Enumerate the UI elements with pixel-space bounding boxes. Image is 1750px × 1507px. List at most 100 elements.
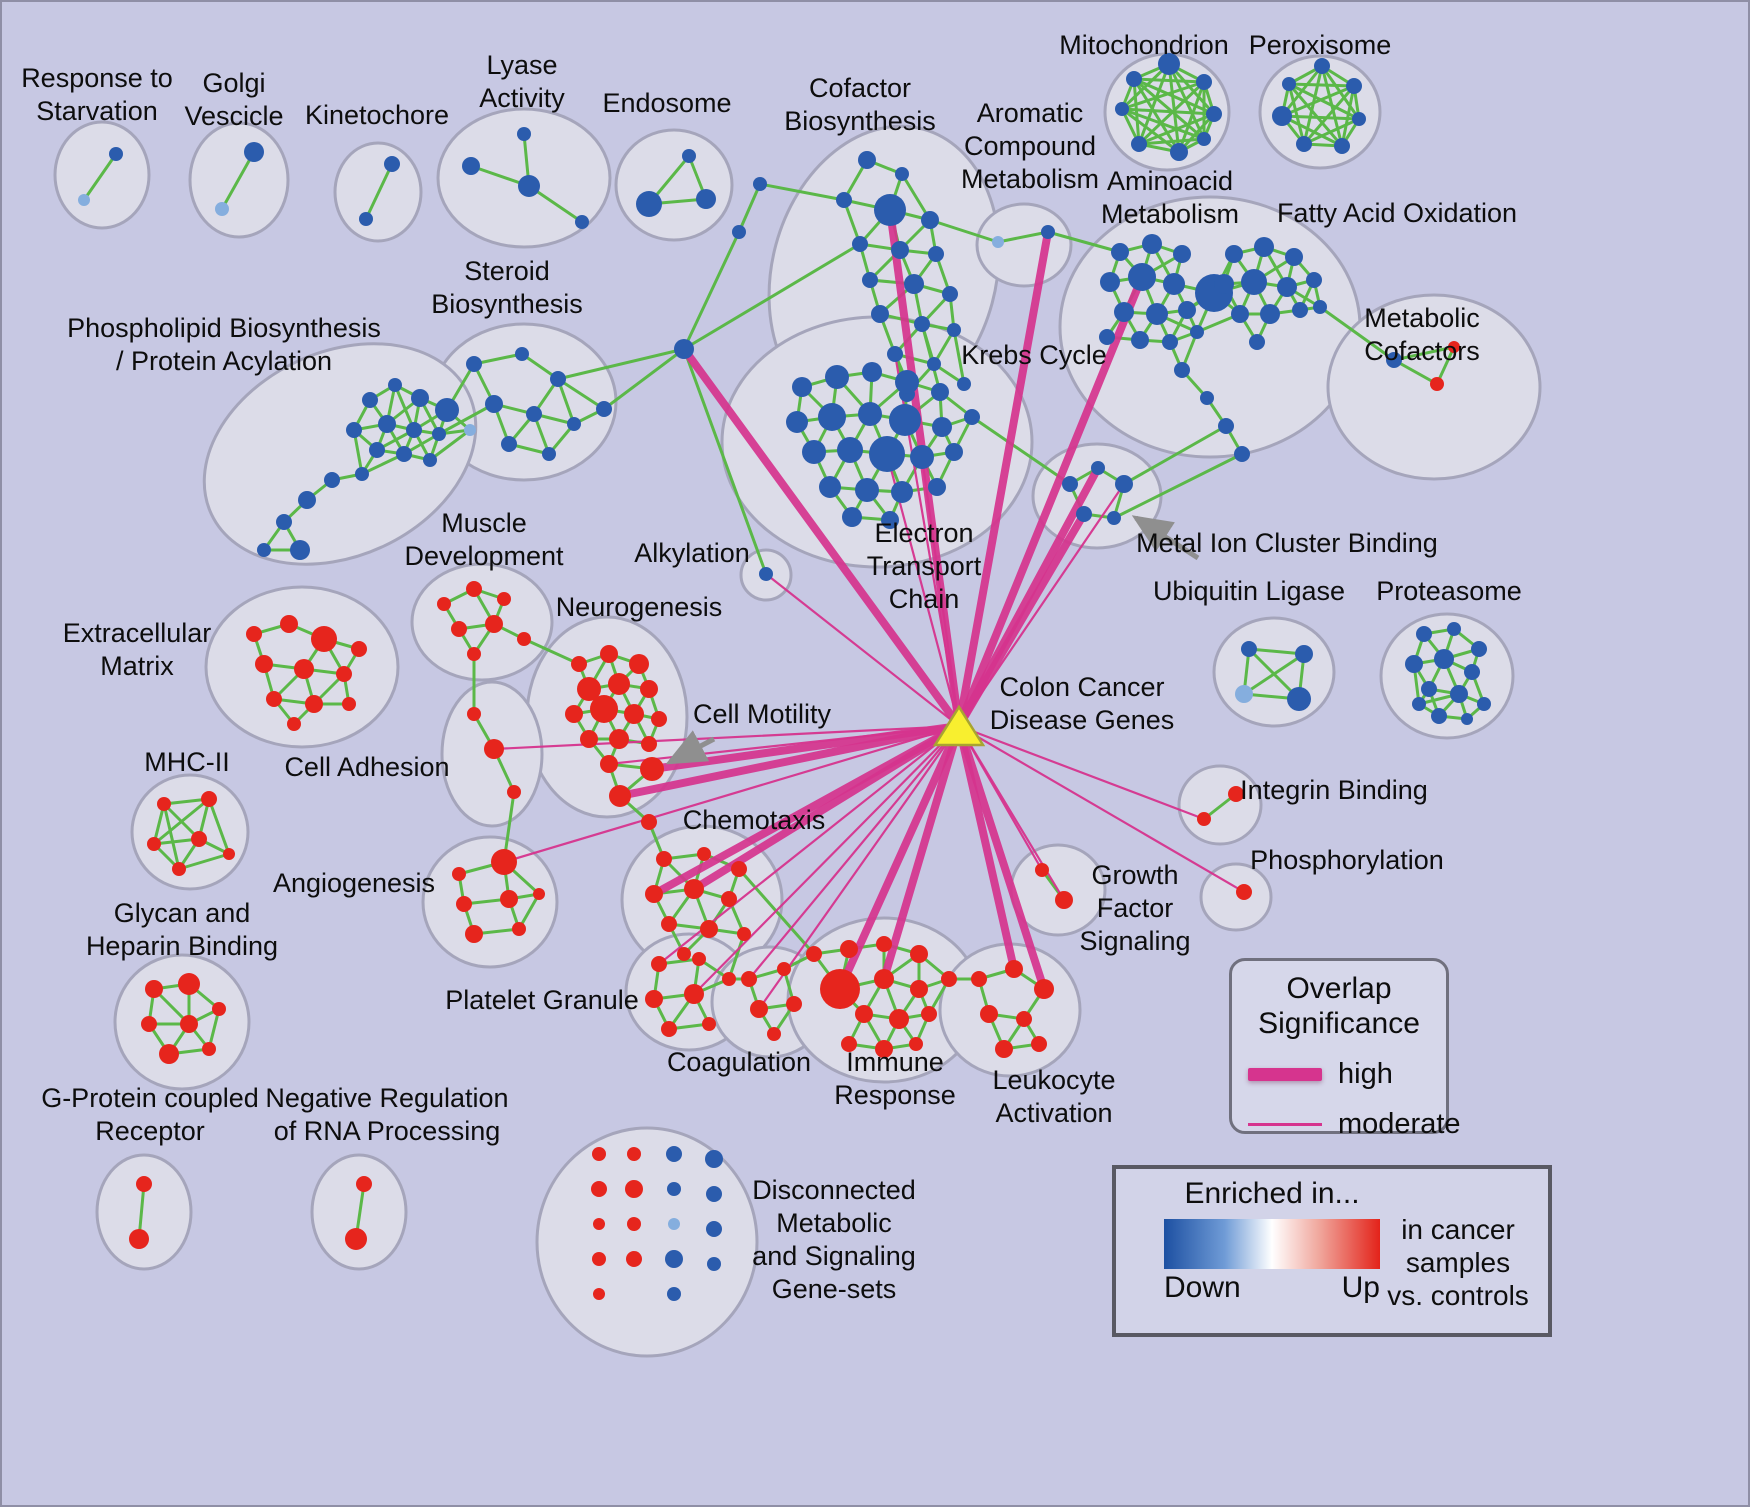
gene-set-node-aminoacid-metabolism-fatty-acid-oxidation [1214,274,1234,294]
gene-set-node-ubiquitin-ligase [1241,641,1257,657]
gene-set-node-cofactor-biosynthesis [852,236,868,252]
label-angiogenesis: Angiogenesis [273,868,435,898]
gene-set-node-mhc-ii [172,862,186,876]
gene-set-node-phospholipid-biosynthesis-protein-acylation [355,467,369,481]
gene-set-node-electron-transport-chain-krebs-cycle [862,362,882,382]
gene-set-node-phospholipid-biosynthesis-protein-acylation [464,424,476,436]
gene-set-node-muscle-development [467,647,481,661]
edge-green [1132,77,1181,154]
edge-green [220,150,256,211]
gene-set-node-response-to-starvation [78,194,90,206]
gene-set-node-disconnected-gene-sets [593,1288,605,1300]
cluster-phosphorylation [1199,862,1273,932]
gene-set-node-aminoacid-metabolism-fatty-acid-oxidation [1313,300,1327,314]
gene-set-node-steroid-biosynthesis [550,371,566,387]
gene-set-node-cofactor-biosynthesis [921,211,939,229]
gene-set-node-platelet-granule [684,984,704,1004]
gene-set-node-steroid-biosynthesis [596,401,612,417]
gene-set-node-immune-response [875,1040,893,1058]
gene-set-node-aminoacid-metabolism-fatty-acid-oxidation [1234,446,1250,462]
gene-set-node-aminoacid-metabolism-fatty-acid-oxidation [1146,303,1168,325]
gene-set-node-aromatic-compound-metabolism [1041,225,1055,239]
label-neurogenesis: Neurogenesis [556,592,723,622]
label-peroxisome: Peroxisome [1249,30,1392,60]
gene-set-node-cell-motility [609,785,631,807]
gene-set-node-aminoacid-metabolism-fatty-acid-oxidation [1277,277,1297,297]
edge-green [1167,62,1216,116]
gene-set-node-alkylation [759,567,773,581]
gene-set-node-disconnected-gene-sets [667,1182,681,1196]
gene-set-node-immune-response [910,945,928,963]
gene-set-node-cofactor-biosynthesis [914,316,930,332]
legend-enriched-title: Enriched in... [1184,1177,1360,1210]
gene-set-node-phospholipid-biosynthesis-protein-acylation [324,472,340,488]
gene-set-node-mitochondrion [1131,136,1147,152]
gene-set-node-glycan-and-heparin-binding [145,980,163,998]
edge-green-cross [1046,230,1122,254]
gene-set-node-peroxisome [1272,106,1292,126]
gene-set-node-neurogenesis [600,645,618,663]
gene-set-node-cofactor-biosynthesis [887,346,903,362]
legend-overlap-title: Overlap Significance [1258,972,1420,1040]
gene-set-node-cofactor-biosynthesis [874,194,906,226]
gene-set-node-lyase-activity [517,127,531,141]
gene-set-node-immune-response [806,946,822,962]
gene-set-node-platelet-granule [722,972,736,986]
gene-set-node-platelet-granule [702,1017,716,1031]
edge-green [1132,77,1206,141]
gene-set-node-phosphorylation [1236,884,1252,900]
gene-set-node-phospholipid-biosynthesis-protein-acylation [423,453,437,467]
gene-set-node-steroid-biosynthesis [485,395,503,413]
edge-significance-moderate [957,724,1206,821]
gene-set-node-proteasome [1447,622,1461,636]
gene-set-node-neurogenesis [580,730,598,748]
edge-significance-moderate [492,724,961,751]
edge-green [952,328,966,386]
gene-set-node-proteasome [1477,697,1491,711]
edge-green [1120,107,1206,141]
edge-green-cross [1122,424,1228,486]
gene-set-node-aromatic-compound-metabolism [992,236,1004,248]
cluster-g-protein-coupled-receptor [95,1153,193,1271]
gene-set-node-aminoacid-metabolism-fatty-acid-oxidation [1225,245,1243,263]
gene-set-node-proteasome [1405,655,1423,673]
edge-green [1302,117,1361,146]
label-chemotaxis: Chemotaxis [683,805,826,835]
gene-set-node-electron-transport-chain-krebs-cycle [819,476,841,498]
gene-set-node-proteasome [1450,685,1468,703]
gene-set-node-muscle-development [517,632,531,646]
gene-set-node-phospholipid-biosynthesis-protein-acylation [276,514,292,530]
edge-significance-moderate [747,724,961,981]
gene-set-node-neurogenesis [609,729,629,749]
edge-green [996,230,1050,244]
gene-set-node-metal-ion-cluster-binding [1115,475,1133,493]
gene-set-node-muscle-development [497,592,511,606]
gene-set-node-aminoacid-metabolism-fatty-acid-oxidation [1292,302,1308,318]
gene-set-node-aminoacid-metabolism-fatty-acid-oxidation [1200,391,1214,405]
gene-set-node-electron-transport-chain-krebs-cycle [891,481,913,503]
edge-significance-high [955,510,1088,730]
gene-set-node-cofactor-biosynthesis [928,246,944,262]
label-platelet-granule: Platelet Granule [445,985,639,1015]
gene-set-node-endosome [696,189,716,209]
edge-significance-high [880,722,963,983]
gene-set-node-angiogenesis [491,849,517,875]
label-proteasome: Proteasome [1376,576,1522,606]
gene-set-node-g-protein-coupled-receptor [136,1176,152,1192]
edge-green [1137,112,1216,146]
gene-set-node-proteasome [1464,664,1480,680]
gene-set-node-phospholipid-biosynthesis-protein-acylation [369,442,385,458]
gene-set-node-platelet-granule [651,956,667,972]
edge-green [556,377,606,411]
gene-set-node-angiogenesis [500,890,518,908]
gene-set-node-aminoacid-metabolism-fatty-acid-oxidation [1254,237,1274,257]
gene-set-node-golgi-vescicle [215,202,229,216]
gene-set-node-integrin-binding [1228,786,1244,802]
